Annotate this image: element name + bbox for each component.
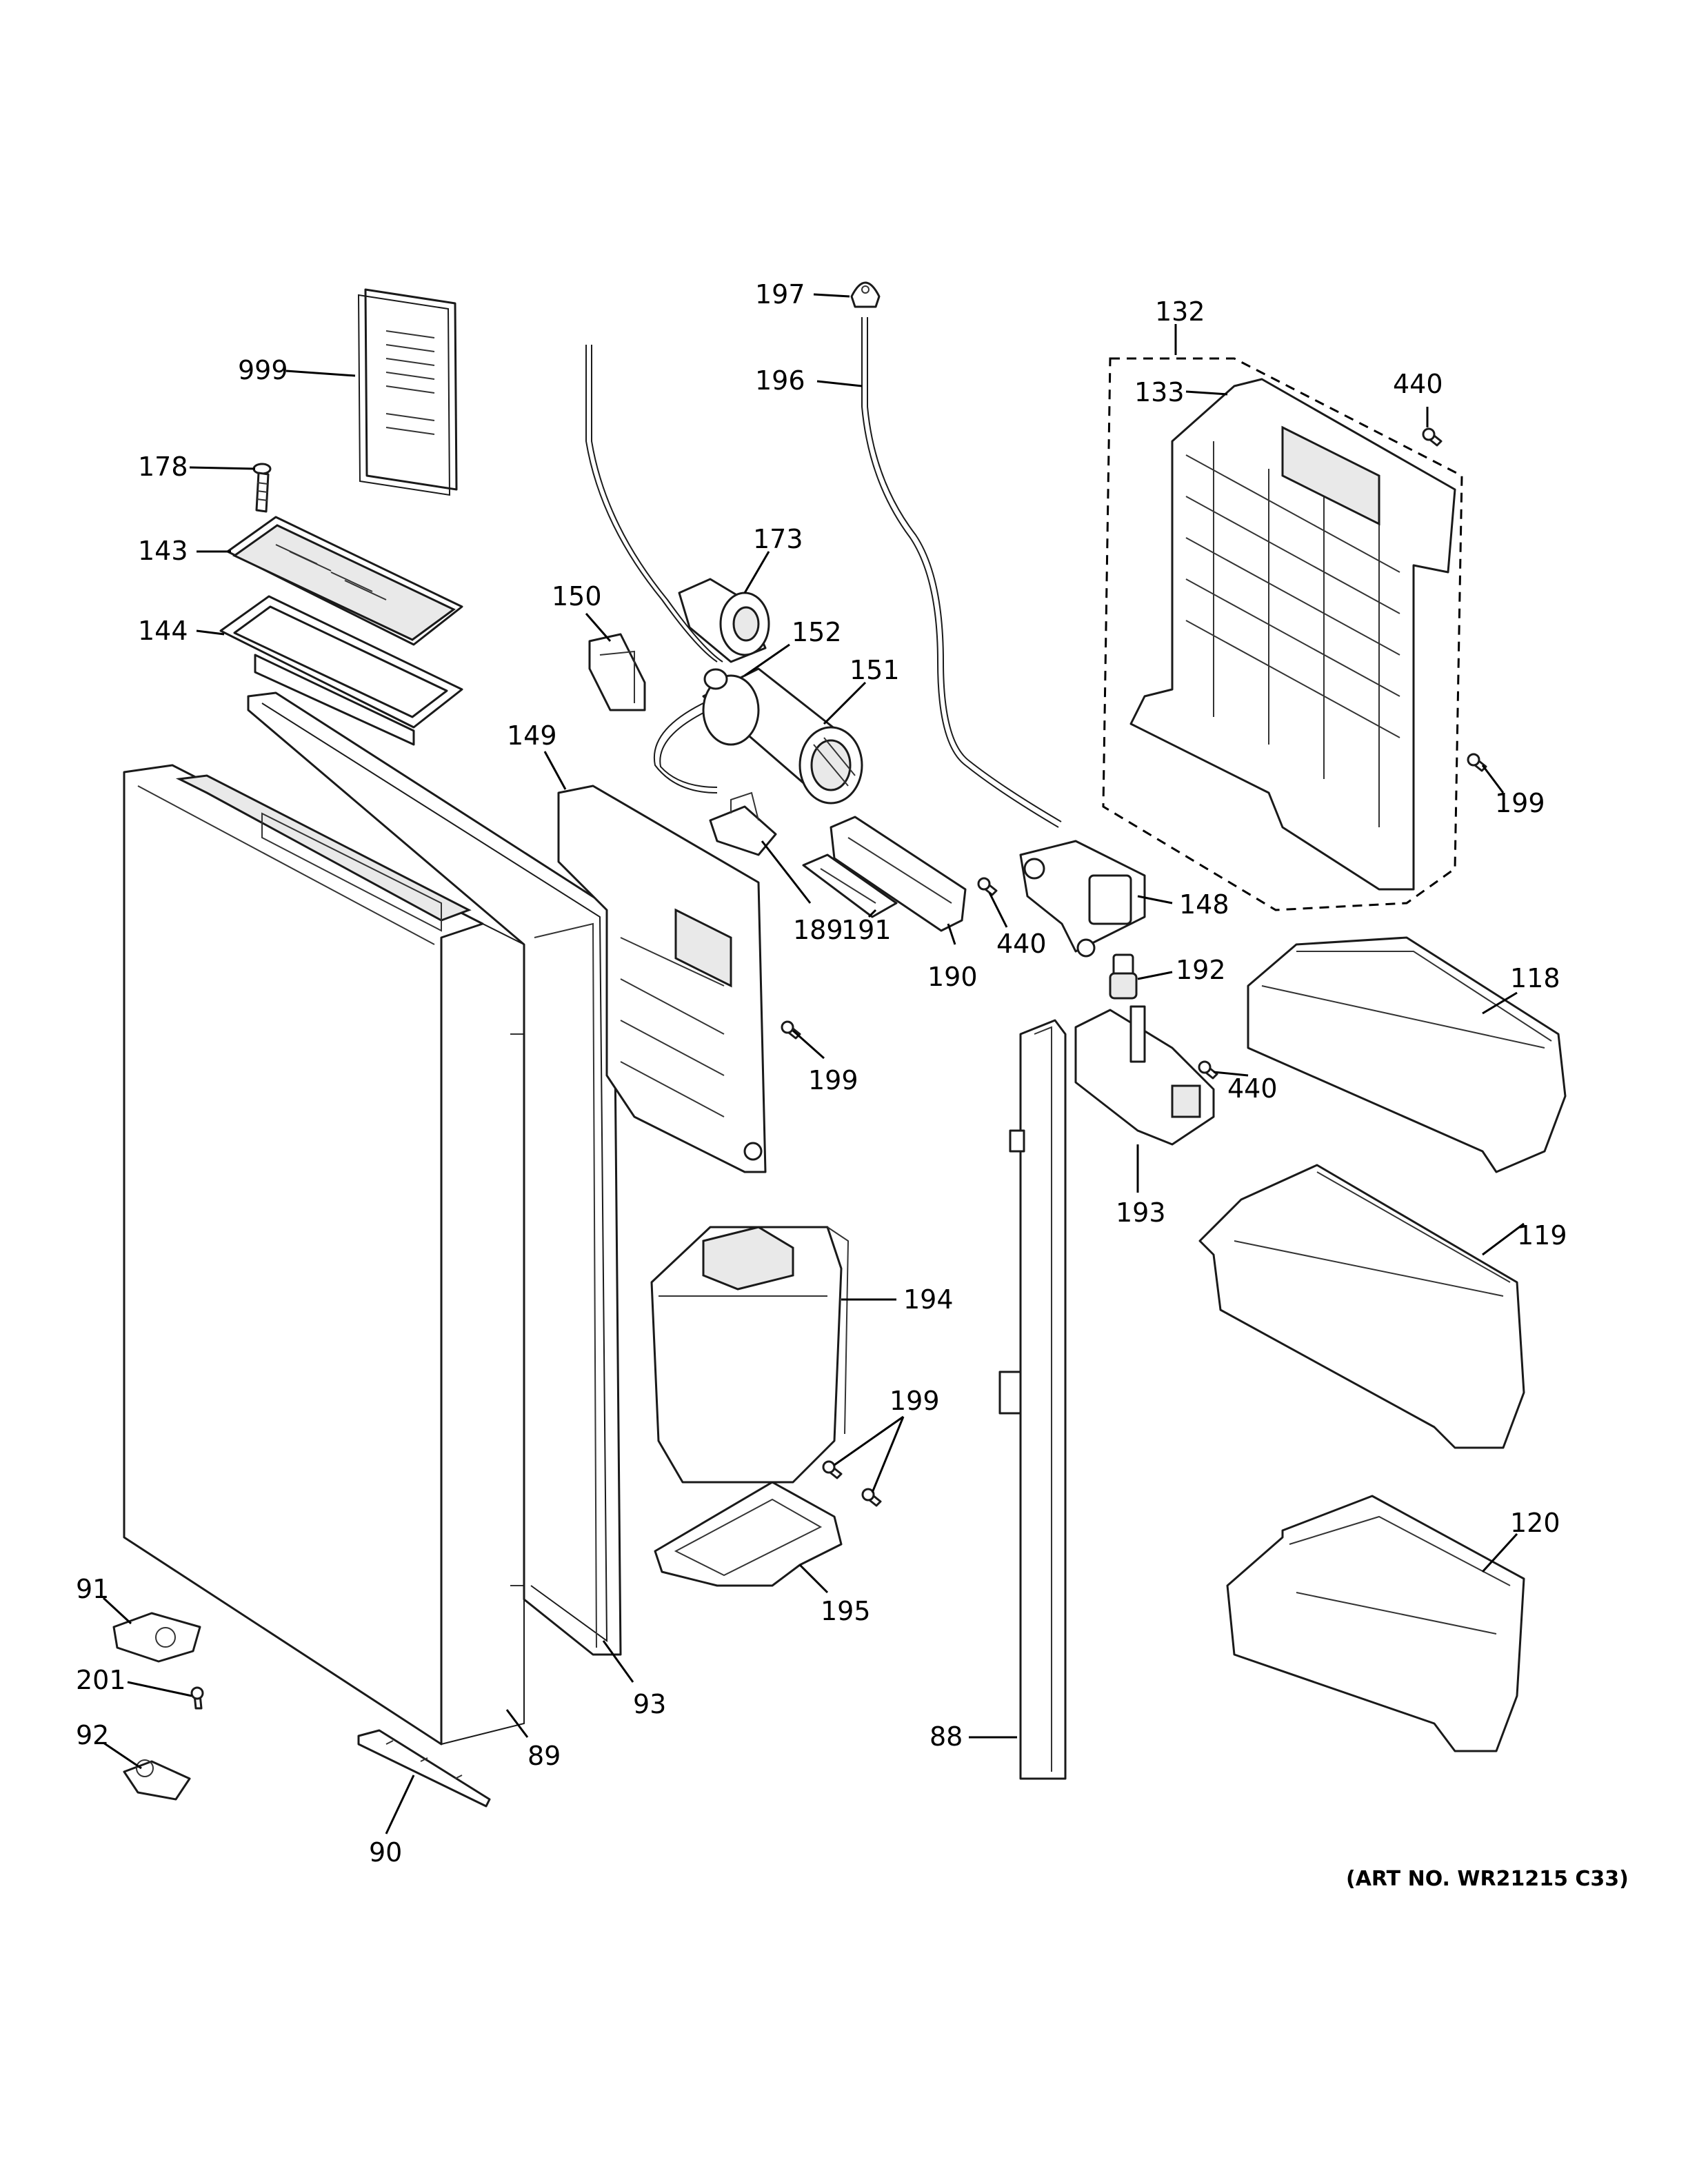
callout-191: 191 <box>841 915 892 945</box>
art-number: (ART NO. WR21215 C33) <box>1346 1867 1629 1891</box>
callout-173: 173 <box>753 524 803 554</box>
callout-197: 197 <box>755 279 805 310</box>
part-91-hinge <box>112 1612 201 1663</box>
part-440-screw-b <box>977 877 998 896</box>
leader-lines <box>102 293 1525 1834</box>
part-189-bracket <box>709 791 777 856</box>
part-151-filter-cartridge <box>702 667 863 805</box>
part-88-trim-strip <box>998 1019 1067 1780</box>
part-92-hinge <box>123 1759 191 1801</box>
callout-89: 89 <box>528 1741 561 1771</box>
part-173-filter-head <box>678 578 770 663</box>
part-440-screw-a <box>1422 427 1443 447</box>
callout-88: 88 <box>930 1721 963 1752</box>
callout-201: 201 <box>76 1665 126 1695</box>
callout-132: 132 <box>1155 296 1205 327</box>
callout-91: 91 <box>76 1574 109 1604</box>
callout-999: 999 <box>238 355 288 385</box>
callout-194: 194 <box>903 1284 954 1315</box>
part-196-tube <box>861 317 1062 828</box>
part-178-screw <box>252 463 272 513</box>
callout-92: 92 <box>76 1720 109 1750</box>
callout-193: 193 <box>1116 1197 1166 1228</box>
part-133-ice-housing <box>1129 378 1456 891</box>
part-199-screw-a <box>1467 753 1487 772</box>
part-193-bracket-assembly <box>1074 1005 1215 1146</box>
part-195-tray <box>654 1481 843 1587</box>
callout-192: 192 <box>1176 955 1226 985</box>
callout-196: 196 <box>755 365 805 396</box>
part-201-screw <box>190 1686 204 1710</box>
callout-133: 133 <box>1134 377 1185 407</box>
callout-151: 151 <box>850 655 900 685</box>
callout-440-low: 440 <box>1227 1073 1278 1104</box>
part-132-ice-housing-assembly <box>1102 357 1463 911</box>
callout-labels: 999 178 143 144 150 173 152 151 149 197 … <box>76 279 1567 1868</box>
part-197-cap <box>850 281 881 308</box>
callout-119: 119 <box>1517 1220 1567 1251</box>
callout-199-right: 199 <box>1495 788 1545 818</box>
part-143-warning-panel <box>226 516 463 646</box>
callout-118: 118 <box>1510 963 1560 993</box>
part-149-dispenser-housing <box>557 785 767 1173</box>
part-150-clip <box>588 633 646 711</box>
callout-178: 178 <box>138 452 188 482</box>
callout-440-top: 440 <box>1393 369 1443 399</box>
part-191-control-board <box>802 853 898 918</box>
part-192-fitting <box>1109 953 1138 1000</box>
part-194-ice-bucket <box>650 1226 850 1484</box>
callout-150: 150 <box>552 581 602 611</box>
callout-144: 144 <box>138 616 188 646</box>
part-199-screw-c <box>822 1460 882 1507</box>
part-148-water-valve <box>1019 840 1146 958</box>
callout-440-mid: 440 <box>996 929 1047 959</box>
part-144-frame <box>219 595 463 746</box>
callout-189: 189 <box>793 915 843 945</box>
callout-149: 149 <box>507 720 557 751</box>
callout-190: 190 <box>927 962 978 992</box>
callout-195: 195 <box>821 1596 871 1626</box>
callout-148: 148 <box>1179 889 1229 920</box>
part-120-door-bin <box>1226 1495 1525 1752</box>
part-152-filter-collar <box>703 668 728 690</box>
callout-143: 143 <box>138 536 188 566</box>
callout-93: 93 <box>633 1689 666 1719</box>
part-water-tube-left <box>585 345 723 793</box>
callout-90: 90 <box>369 1837 402 1868</box>
part-93-gasket <box>247 691 622 1656</box>
callout-152: 152 <box>792 617 842 647</box>
part-190-board-housing <box>830 816 967 932</box>
part-440-screw-c <box>1198 1060 1218 1080</box>
part-999-manual <box>357 288 458 496</box>
callout-199-low: 199 <box>890 1386 940 1416</box>
part-199-screw-b <box>781 1020 801 1040</box>
callout-120: 120 <box>1510 1508 1560 1538</box>
part-90-bottom-trim <box>357 1729 491 1808</box>
callout-199-mid: 199 <box>808 1065 858 1095</box>
part-119-door-bin <box>1198 1164 1525 1449</box>
part-89-door <box>123 764 525 1746</box>
part-118-door-bin <box>1247 936 1567 1173</box>
